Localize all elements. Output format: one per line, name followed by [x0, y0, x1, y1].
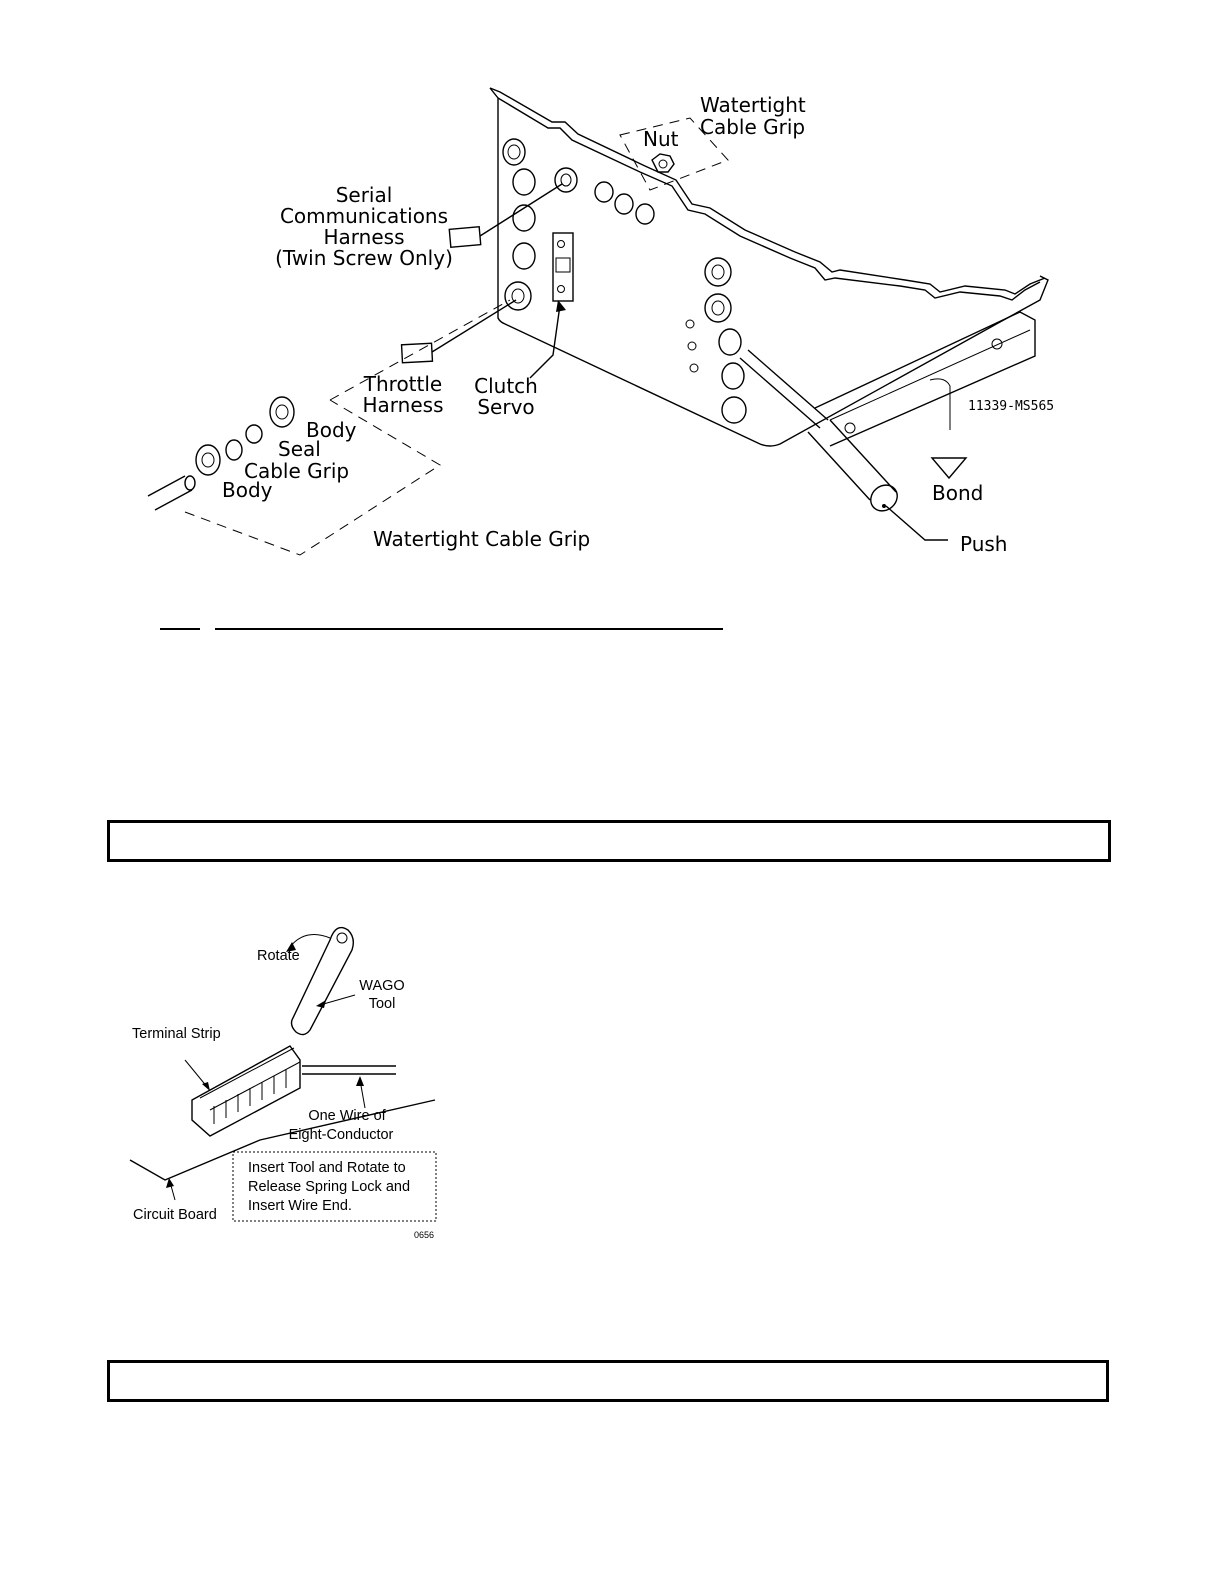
figure2-id: 0656: [414, 1230, 434, 1240]
label-wire-2: Eight-Conductor: [289, 1127, 394, 1143]
label-rotate: Rotate: [257, 948, 300, 964]
cable-grip-exploded: [147, 396, 295, 511]
bond-ground-icon: [930, 457, 968, 480]
label-body-top: Body: [306, 418, 357, 442]
label-terminal-strip: Terminal Strip: [132, 1026, 221, 1042]
caption-rule-long: [215, 628, 723, 630]
label-wire-1: One Wire of: [308, 1108, 386, 1124]
note-box: [232, 1151, 437, 1222]
nut-icon: [651, 153, 675, 173]
figure1-id: 11339-MS565: [968, 399, 1054, 414]
label-serial-2: Communications: [280, 204, 448, 228]
label-circuit-board: Circuit Board: [133, 1207, 217, 1223]
label-watertight-bottom: Watertight Cable Grip: [373, 527, 590, 551]
label-seal: Seal: [278, 437, 321, 461]
label-nut: Nut: [643, 127, 679, 151]
label-cable-grip: Cable Grip: [244, 459, 349, 483]
label-throttle-1: Throttle: [363, 372, 442, 396]
circuit-board-edge: [129, 1099, 436, 1181]
label-throttle-2: Harness: [363, 393, 444, 417]
label-clutch-1: Clutch: [474, 374, 538, 398]
plate-holes: [502, 138, 747, 424]
watertight-bottom-dashed-box: [184, 399, 441, 556]
label-watertight-top-1: Watertight: [700, 93, 806, 117]
caption-rule-short: [160, 628, 200, 630]
throttle-harness-plug: [400, 299, 517, 364]
label-bond: Bond: [932, 481, 983, 505]
label-serial-1: Serial: [336, 183, 393, 207]
note-line-3: Insert Wire End.: [248, 1198, 352, 1214]
push-rod: [739, 349, 948, 541]
label-body-bottom: Body: [222, 478, 273, 502]
serial-harness-plug: [448, 183, 563, 249]
clutch-servo-connector: [552, 232, 574, 302]
watertight-top-dashed-box: [619, 117, 729, 191]
label-serial-4: (Twin Screw Only): [275, 246, 453, 270]
conductor-wire: [302, 1065, 396, 1075]
label-wago-2: Tool: [369, 996, 396, 1012]
section-heading-box-2: [107, 1360, 1109, 1402]
note-line-1: Insert Tool and Rotate to: [248, 1160, 406, 1176]
wago-tool-icon: [290, 926, 355, 1036]
clutch-servo-leader: [529, 304, 561, 379]
figure-cable-grip-installation: Watertight Cable Grip Nut Serial Communi…: [147, 87, 1054, 556]
mounting-plate: [489, 87, 1049, 447]
rotate-arrow-icon: [289, 934, 331, 948]
label-watertight-top-2: Cable Grip: [700, 115, 805, 139]
note-line-2: Release Spring Lock and: [248, 1179, 410, 1195]
section-heading-box-1: [107, 820, 1111, 862]
label-wago-1: WAGO: [359, 978, 404, 994]
label-push: Push: [960, 532, 1007, 556]
terminal-strip-icon: [191, 1045, 301, 1137]
label-clutch-2: Servo: [477, 395, 534, 419]
label-serial-3: Harness: [324, 225, 405, 249]
